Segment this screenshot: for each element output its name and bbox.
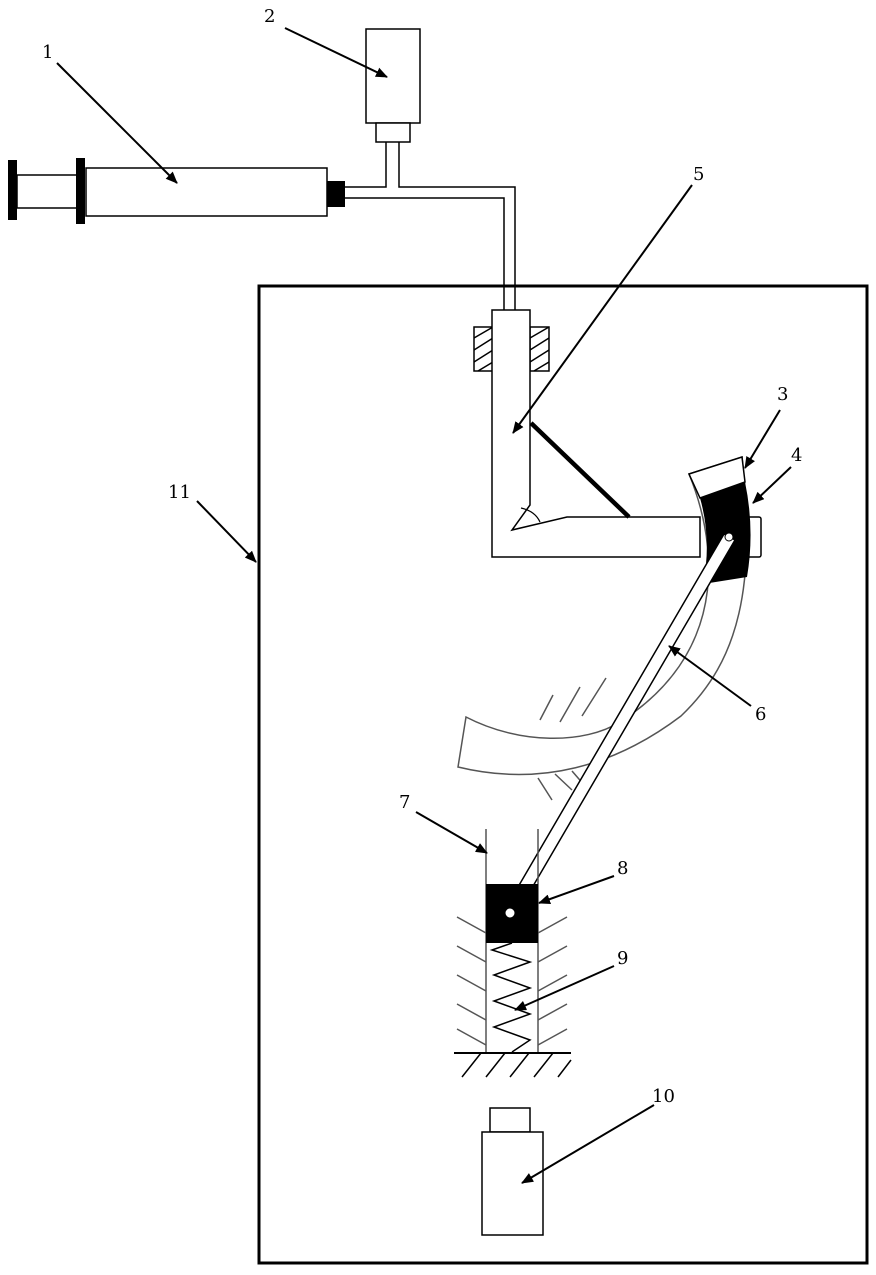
label-5: 5 [693, 164, 704, 185]
label-11: 11 [168, 482, 191, 503]
syringe-tip [327, 181, 345, 207]
spring [492, 943, 530, 1052]
syringe-plunger-end-cap [8, 160, 17, 220]
leader-11 [197, 501, 256, 562]
label-1: 1 [42, 42, 53, 63]
bottom-device [482, 1108, 543, 1235]
label-7: 7 [399, 792, 410, 813]
syringe-barrel [86, 168, 327, 216]
label-6: 6 [755, 704, 766, 725]
label-9: 9 [617, 948, 628, 969]
enclosure-box [259, 286, 867, 1263]
label-3: 3 [777, 384, 788, 405]
leader-3 [745, 410, 780, 468]
top-device-connector [376, 123, 410, 142]
brace-bar [531, 423, 629, 517]
bottom-device-body [482, 1132, 543, 1235]
leader-5 [513, 185, 692, 433]
l-arm [492, 310, 700, 557]
bottom-device-cap [490, 1108, 530, 1132]
leader-4 [753, 467, 791, 503]
syringe [8, 158, 345, 224]
top-device [366, 29, 420, 142]
ground [454, 1053, 571, 1077]
leader-1 [57, 63, 177, 183]
label-2: 2 [264, 6, 275, 27]
label-4: 4 [791, 445, 802, 466]
l-arm-outline [492, 310, 700, 557]
syringe-plunger-rod [17, 175, 77, 208]
syringe-flange [76, 158, 85, 224]
rod-pivot-top [725, 533, 733, 541]
leader-8 [539, 876, 614, 903]
label-10: 10 [652, 1086, 675, 1107]
top-device-body [366, 29, 420, 123]
rail-hatch-upper [540, 678, 606, 722]
label-8: 8 [617, 858, 628, 879]
leader-7 [416, 812, 487, 853]
rod-pivot-bottom [506, 909, 514, 917]
